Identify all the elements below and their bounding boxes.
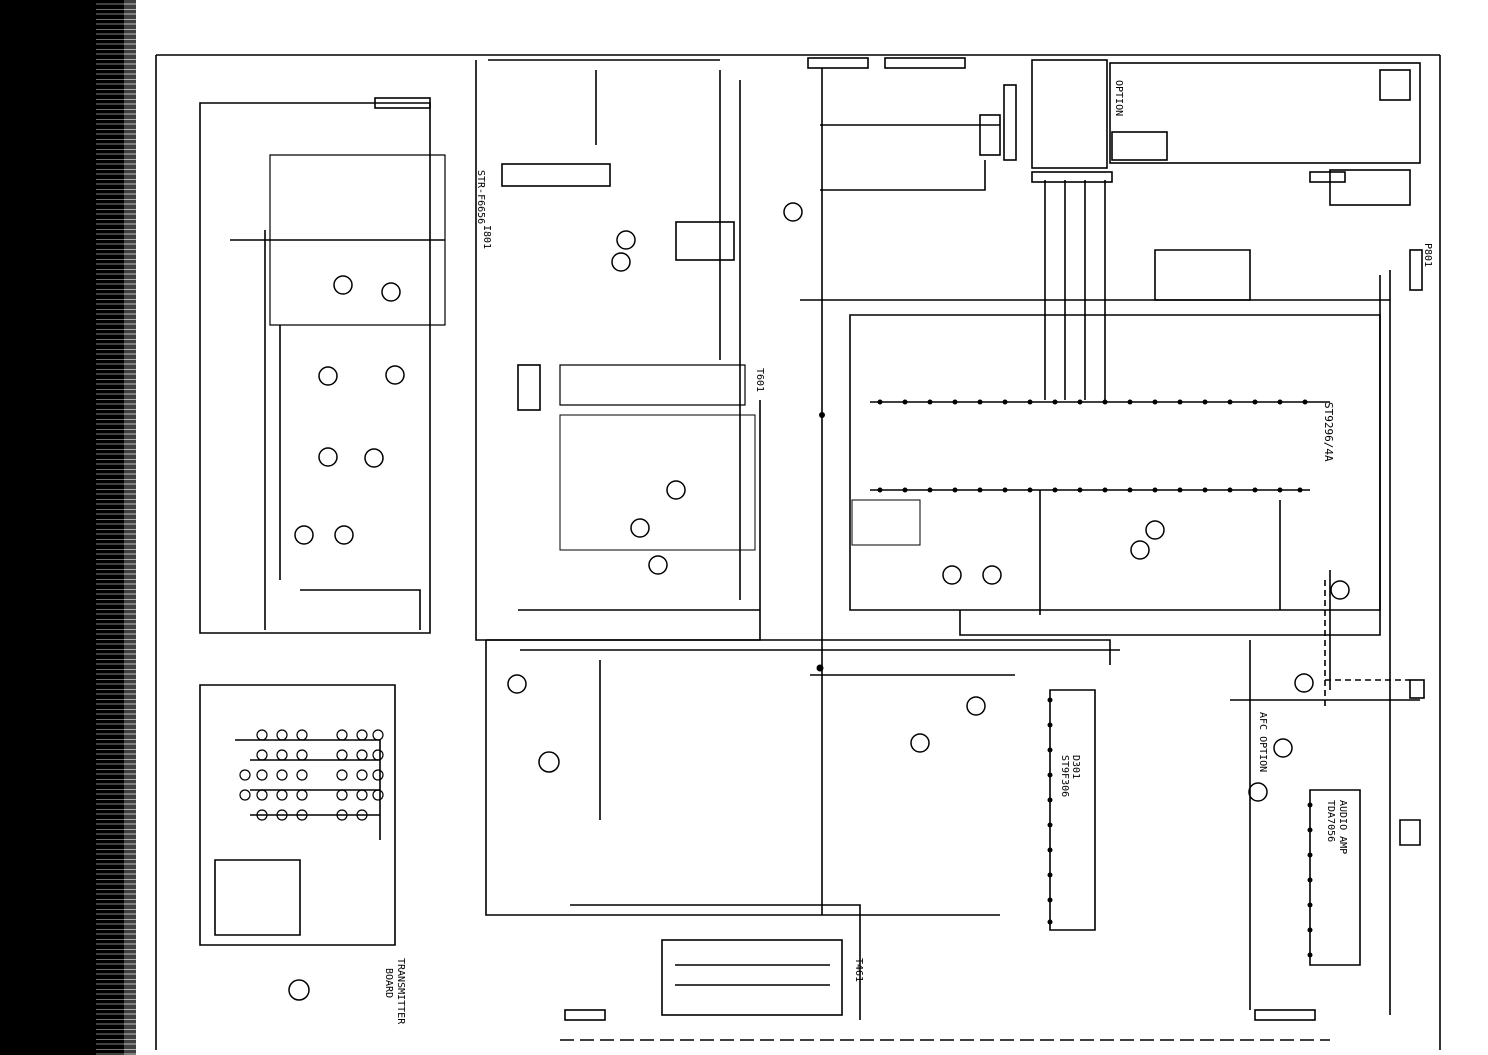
transmitter-board-label: TRANSMITTER	[395, 958, 406, 1025]
afc-option-label: AFC OPTION	[1257, 712, 1268, 772]
ic-label-vertical: ST9F306	[1059, 755, 1070, 797]
audio-amp-ic-label: TDA7056	[1325, 800, 1336, 842]
keypad-matrix	[239, 729, 384, 821]
ic-label-main: ST9296/4A	[1322, 402, 1335, 462]
connector-label-p801: P801	[1422, 243, 1433, 267]
ic-ref-d301: D301	[1070, 755, 1081, 779]
transformer-label-t461: T461	[853, 958, 864, 982]
transformer-label-t601: T601	[754, 368, 765, 392]
ic-label-str-f6656: STR-F6656	[475, 170, 486, 224]
transmitter-board-label-2: BOARD	[383, 968, 394, 998]
ic-pins	[816, 399, 1313, 958]
option-label: OPTION	[1113, 80, 1124, 116]
audio-amp-label: AUDIO AMP	[1337, 800, 1348, 854]
scan-noise-band	[96, 0, 136, 1055]
ic-ref-i801: I801	[481, 225, 492, 249]
